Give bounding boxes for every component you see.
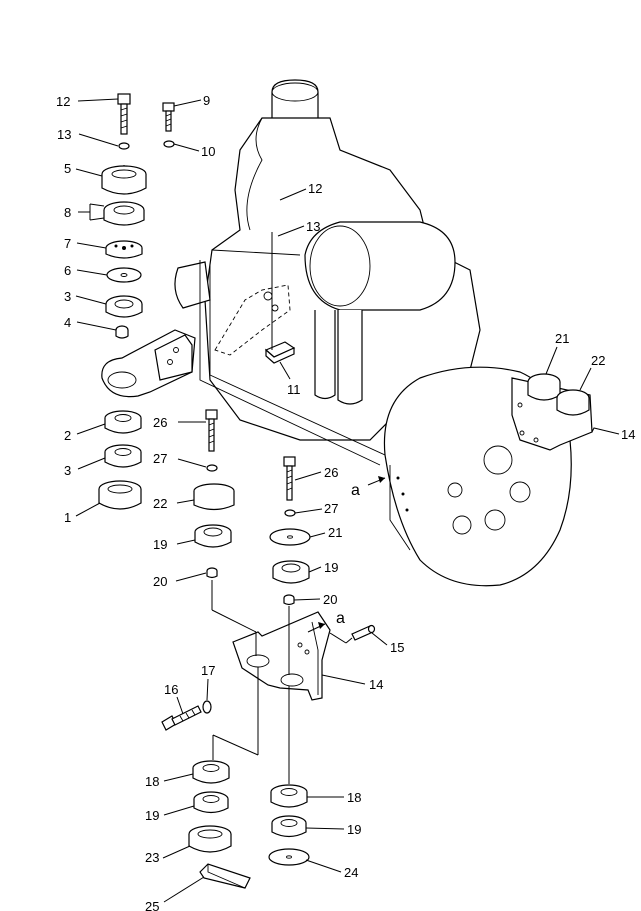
callout-2: 2 <box>64 428 71 443</box>
callout-13-engine: 13 <box>306 219 320 234</box>
callout-27-left: 27 <box>153 451 167 466</box>
callout-4: 4 <box>64 315 71 330</box>
callout-13-top: 13 <box>57 127 71 142</box>
callout-1: 1 <box>64 510 71 525</box>
callout-19-center: 19 <box>153 537 167 552</box>
callout-3-lower: 3 <box>64 463 71 478</box>
callout-22-center: 22 <box>153 496 167 511</box>
side-bolt-assembly <box>161 700 212 731</box>
callout-19-lower-right: 19 <box>347 822 361 837</box>
callout-11: 11 <box>287 382 301 397</box>
callout-19-right: 19 <box>324 560 338 575</box>
rear-right-mount <box>511 373 593 451</box>
callout-20-right: 20 <box>323 592 337 607</box>
center-right-mount-stack <box>269 456 311 606</box>
callout-20-left: 20 <box>153 574 167 589</box>
front-left-mount-stack <box>101 93 175 339</box>
callout-5: 5 <box>64 161 71 176</box>
pin <box>351 624 376 641</box>
leader-lines <box>75 98 620 903</box>
engine-body <box>174 79 572 587</box>
spacer-block <box>264 341 296 364</box>
callout-8: 8 <box>64 205 71 220</box>
callout-7: 7 <box>64 236 71 251</box>
callout-12-engine: 12 <box>308 181 322 196</box>
bottom-right-mount-stack <box>268 784 310 866</box>
callout-27-right: 27 <box>324 501 338 516</box>
callout-23: 23 <box>145 850 159 865</box>
callout-10: 10 <box>201 144 215 159</box>
callout-17: 17 <box>201 663 215 678</box>
callout-6: 6 <box>64 263 71 278</box>
callout-21-center: 21 <box>328 525 342 540</box>
callout-labels: 12 13 5 8 7 6 3 4 9 10 12 13 11 21 22 14… <box>56 93 635 911</box>
callout-22-engine: 22 <box>591 353 605 368</box>
callout-9: 9 <box>203 93 210 108</box>
assembly-lines <box>123 165 386 784</box>
callout-19-lower-left: 19 <box>145 808 159 823</box>
callout-24: 24 <box>344 865 358 880</box>
callout-26-right: 26 <box>324 465 338 480</box>
front-bracket-arm <box>101 329 196 398</box>
callout-3-top: 3 <box>64 289 71 304</box>
lower-support-bracket <box>232 611 331 701</box>
callout-15: 15 <box>390 640 404 655</box>
center-left-mount-stack <box>193 409 235 579</box>
callout-16: 16 <box>164 682 178 697</box>
callout-14-lower: 14 <box>369 677 383 692</box>
front-lower-rubber-stack <box>98 410 142 510</box>
callout-12-top: 12 <box>56 94 70 109</box>
ref-arrow-a-upper: a <box>351 482 360 499</box>
callout-18-right: 18 <box>347 790 361 805</box>
callout-26-left: 26 <box>153 415 167 430</box>
callout-21-engine: 21 <box>555 331 569 346</box>
callout-14-engine: 14 <box>621 427 635 442</box>
callout-18-left: 18 <box>145 774 159 789</box>
bottom-left-mount-stack <box>188 760 251 889</box>
ref-arrow-a-lower: a <box>336 610 345 627</box>
callout-25: 25 <box>145 899 159 911</box>
